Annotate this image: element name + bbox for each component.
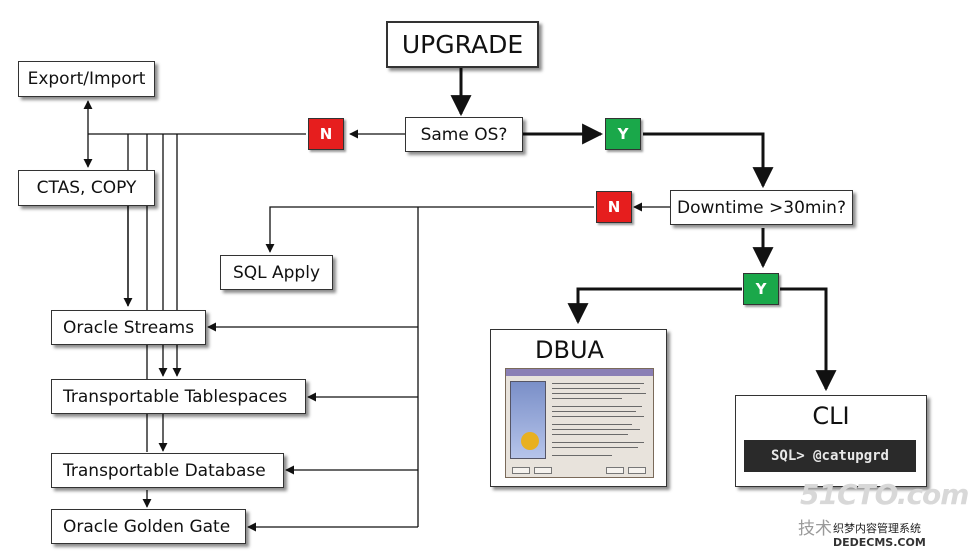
- cli-title: CLI: [812, 402, 850, 430]
- cli-node: CLI SQL> @catupgrd: [735, 395, 927, 487]
- upgrade-flowchart: UPGRADE Same OS? N Y Downtime >30min? N …: [18, 21, 968, 549]
- downtime-decision: Downtime >30min?: [670, 190, 853, 225]
- transportable-tablespaces-node: Transportable Tablespaces: [51, 379, 306, 414]
- dbua-text-line: [552, 434, 628, 435]
- dbua-text-line: [552, 383, 644, 384]
- dbua-text-line: [552, 398, 622, 399]
- oracle-golden-gate-node: Oracle Golden Gate: [51, 509, 246, 544]
- edge-no2-to-left: [265, 206, 594, 253]
- ctas-copy-node: CTAS, COPY: [18, 170, 155, 206]
- same-os-decision: Same OS?: [405, 117, 523, 152]
- dbua-text-line: [552, 406, 642, 407]
- edge-yes-to-downtime: [643, 132, 774, 189]
- dbua-window-button: [628, 467, 646, 474]
- dbua-title: DBUA: [535, 336, 604, 364]
- same-os-yes-badge: Y: [605, 118, 641, 150]
- dbua-text-line: [552, 411, 636, 412]
- same-os-no-badge: N: [308, 118, 344, 150]
- oracle-streams-node: Oracle Streams: [51, 310, 206, 345]
- watermark-dedecms-url: DEDECMS.COM: [833, 536, 926, 549]
- upgrade-node: UPGRADE: [386, 21, 539, 68]
- watermark-dedecms-cn: 织梦内容管理系统: [833, 520, 921, 536]
- dbua-text-line: [552, 429, 640, 430]
- dbua-window-button: [512, 467, 530, 474]
- dbua-window-titlebar: [506, 369, 653, 376]
- downtime-no-badge: N: [596, 191, 632, 223]
- dbua-window-button: [534, 467, 552, 474]
- dbua-text-line: [552, 416, 644, 417]
- transportable-database-node: Transportable Database: [51, 453, 284, 488]
- dbua-node: DBUA: [490, 329, 667, 487]
- dbua-text-line: [552, 447, 638, 448]
- sql-apply-node: SQL Apply: [220, 255, 333, 290]
- dbua-text-line: [552, 442, 644, 443]
- watermark-51cto: 51CTO.com: [800, 478, 968, 511]
- downtime-yes-badge: Y: [743, 273, 779, 305]
- cli-command: SQL> @catupgrd: [744, 440, 916, 472]
- dbua-window-button: [606, 467, 624, 474]
- dbua-text-line: [552, 455, 612, 456]
- dbua-illustration: [510, 381, 546, 459]
- dbua-screenshot-thumbnail: [505, 368, 654, 478]
- watermark-tagline: 技术: [798, 519, 832, 539]
- export-import-node: Export/Import: [18, 61, 155, 97]
- dbua-text-line: [552, 388, 640, 389]
- edge-yes-to-dbua: [567, 287, 742, 325]
- edge-yes-to-cli: [780, 287, 837, 392]
- dbua-text-line: [552, 393, 646, 394]
- dbua-text-line: [552, 424, 632, 425]
- dbua-disc-icon: [521, 432, 539, 450]
